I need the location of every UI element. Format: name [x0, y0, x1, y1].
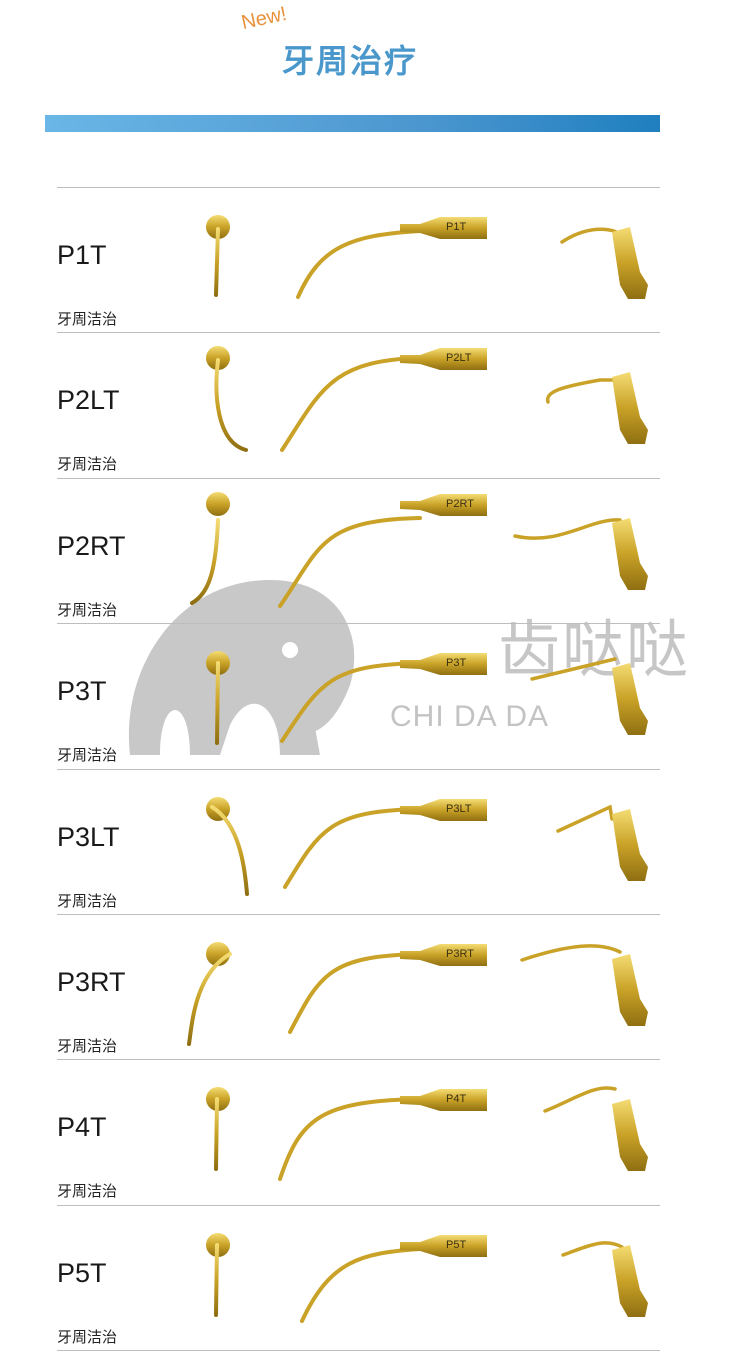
divider: [57, 477, 660, 479]
product-subtitle: 牙周洁治: [57, 1327, 118, 1346]
divider: [57, 768, 660, 770]
product-name: P3LT: [57, 821, 120, 852]
product-row: P5T 牙周洁治 P5T: [0, 1204, 748, 1351]
product-subtitle: 牙周洁治: [57, 310, 118, 328]
new-badge: New!: [239, 3, 289, 34]
angled-view-tip: [561, 1240, 648, 1317]
angled-view-tip: [520, 944, 648, 1026]
tip-engraving: P3LT: [446, 802, 472, 815]
product-row: P2LT 牙周洁治 P2LT: [0, 332, 748, 478]
side-view-tip: [296, 217, 487, 299]
angled-view-tip: [545, 372, 648, 445]
title-bar: [45, 115, 660, 132]
product-name: P2RT: [57, 530, 126, 561]
divider: [57, 332, 660, 334]
product-subtitle: 牙周洁治: [57, 746, 118, 765]
angled-view-tip: [530, 657, 648, 736]
side-view-tip: [283, 798, 487, 889]
product-name: P3T: [57, 676, 107, 707]
product-name: P4T: [57, 1112, 107, 1143]
front-view-tip: [206, 651, 230, 746]
product-subtitle: 牙周洁治: [57, 1182, 118, 1201]
divider: [57, 623, 660, 625]
product-name: P3RT: [57, 967, 126, 997]
front-view-tip: [206, 346, 248, 453]
product-name: P1T: [57, 240, 107, 270]
page-title: 牙周治疗: [282, 42, 419, 80]
front-view-tip: [206, 796, 249, 896]
front-view-tip: [206, 1087, 230, 1172]
side-view-tip: [288, 944, 487, 1034]
divider: [57, 914, 660, 915]
product-subtitle: 牙周洁治: [57, 455, 118, 474]
product-row: P3LT 牙周洁治 P3LT: [0, 768, 748, 915]
angled-view-tip: [556, 804, 648, 881]
side-view-tip: [300, 1234, 487, 1323]
product-row: P2RT 牙周洁治 P2RT: [0, 477, 748, 624]
divider: [57, 1204, 660, 1206]
divider: [57, 1059, 660, 1061]
angled-view-tip: [543, 1086, 648, 1172]
divider: [57, 1350, 660, 1351]
tip-engraving: P2LT: [446, 352, 472, 365]
tip-engraving: P3RT: [446, 948, 474, 960]
product-name: P2LT: [57, 385, 120, 416]
side-view-tip: [278, 1089, 487, 1182]
tip-engraving: P2RT: [446, 497, 474, 510]
product-row: P3RT 牙周洁治 P3RT: [0, 914, 748, 1060]
divider: [57, 187, 660, 188]
side-view-tip: [280, 348, 487, 453]
angled-view-tip: [560, 227, 648, 299]
product-name: P5T: [57, 1257, 107, 1288]
angled-view-tip: [513, 517, 648, 590]
tip-engraving: P1T: [446, 221, 467, 233]
tip-engraving: P5T: [446, 1238, 467, 1251]
front-view-tip: [206, 215, 230, 297]
product-subtitle: 牙周洁治: [57, 1037, 118, 1055]
product-row: P1T 牙周洁治 P1T: [0, 187, 748, 333]
tip-engraving: P3T: [446, 657, 467, 670]
product-row: P3T 牙周洁治 P3T: [0, 623, 748, 769]
tip-engraving: P4T: [446, 1093, 467, 1106]
front-view-tip: [187, 942, 232, 1046]
product-row: P4T 牙周洁治 P4T: [0, 1059, 748, 1205]
front-view-tip: [190, 491, 230, 605]
product-subtitle: 牙周洁治: [57, 600, 118, 619]
front-view-tip: [206, 1232, 230, 1317]
product-subtitle: 牙周洁治: [57, 891, 118, 910]
